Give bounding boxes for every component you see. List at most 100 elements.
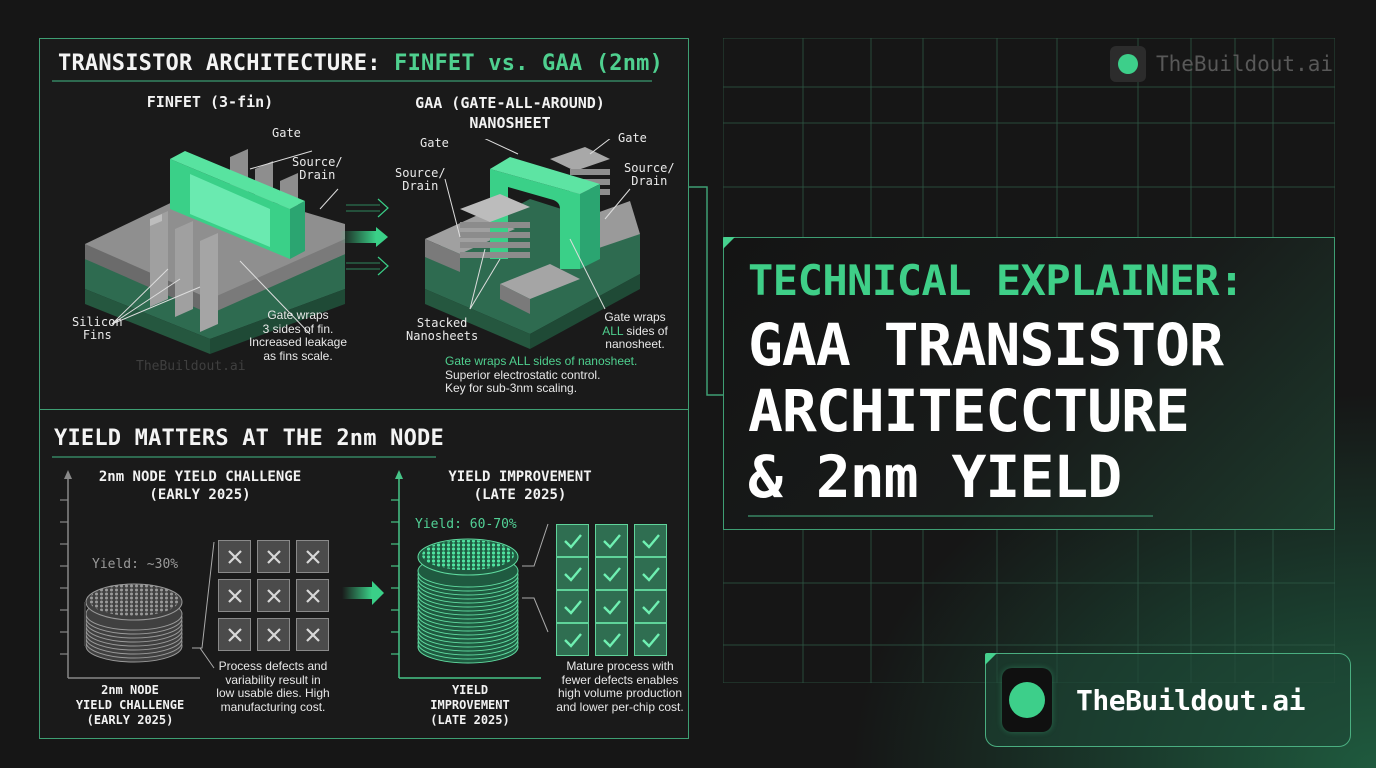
desc-line: low usable dies. High [216,686,330,700]
early-wafer-stack [84,583,183,663]
note-rest: sides of [623,323,668,338]
note-line: Increased leakage [248,335,348,349]
hero-kicker: TECHNICAL EXPLAINER: [748,256,1244,305]
good-die [634,590,667,623]
late-yield-label: Yield: 60-70% [415,517,517,532]
late-description: Mature process with fewer defects enable… [545,659,695,714]
brand-text: TheBuildout.ai [1076,683,1306,717]
caption-line: YIELD CHALLENGE [75,698,185,712]
defect-die [296,540,329,573]
watermark-top: TheBuildout.ai [1110,46,1333,82]
corner-accent [985,653,997,665]
good-die [634,623,667,656]
check-icon [602,533,621,549]
brand-badge[interactable]: TheBuildout.ai [985,653,1351,747]
late-axis-caption: YIELD IMPROVEMENT (LATE 2025) [420,683,520,728]
caption-line: 2nm NODE [101,683,159,697]
summary-accent: Gate wraps ALL sides of nanosheet. [445,354,638,368]
good-die [595,524,628,557]
late-callout-lines [522,523,549,633]
x-icon [227,549,242,564]
x-icon [266,549,281,564]
finfet-source-drain-label: Source/ Drain [292,156,343,182]
note-line: nanosheet. [605,337,665,351]
early-callout-lines [192,541,215,649]
gaa-note: Gate wraps ALL sides of nanosheet. [590,310,680,352]
gaa-gate-label-left: Gate [420,136,449,150]
arrow-right-icon [340,198,389,276]
label-line: Drain [631,174,668,188]
x-icon [305,588,320,603]
label-line: Source/ [624,161,675,175]
late-wafer-stack [417,538,519,664]
label-line: Fins [82,328,112,342]
hero-title-line: GAA TRANSISTOR [748,311,1224,379]
corner-accent [723,237,735,249]
good-die [595,557,628,590]
x-icon [227,627,242,642]
x-icon [266,627,281,642]
good-die [556,557,589,590]
finfet-diagram [85,149,345,354]
defect-die [218,579,251,612]
label-line: Source/ [395,166,446,180]
check-icon [563,632,582,648]
good-die [595,623,628,656]
silicon-fins-label: Silicon Fins [72,316,123,342]
check-icon [641,533,660,549]
desc-line: Mature process with [566,659,674,673]
early-heading: 2nm NODE YIELD CHALLENGE (EARLY 2025) [80,468,320,504]
check-icon [563,566,582,582]
check-icon [641,599,660,615]
good-die [595,590,628,623]
desc-line: variability result in [225,672,321,687]
note-line: ALL sides of [590,323,680,339]
heading-line: NANOSHEET [469,114,551,132]
x-icon [305,549,320,564]
early-axis-caption: 2nm NODE YIELD CHALLENGE (EARLY 2025) [70,683,190,728]
good-die [556,623,589,656]
defect-die [257,579,290,612]
hero-divider [748,515,1153,517]
title-divider [52,456,436,458]
check-icon [602,632,621,648]
good-die [634,557,667,590]
heading-line: (LATE 2025) [473,487,567,503]
x-icon [305,627,320,642]
logo-icon [1110,46,1146,82]
desc-line: and lower per-chip cost. [556,699,684,714]
hero-card: TECHNICAL EXPLAINER: GAA TRANSISTOR ARCH… [723,237,1335,530]
good-die [556,590,589,623]
late-axis [391,470,541,679]
check-icon [563,533,582,549]
hero-title-line: ARCHITECCTURE [748,377,1190,445]
heading-line: (EARLY 2025) [149,487,251,503]
early-yield-label: Yield: ~30% [92,557,179,572]
desc-line: manufacturing cost. [220,699,326,714]
finfet-note: Gate wraps 3 sides of fin. Increased lea… [238,308,358,363]
summary-line: Superior electrostatic control. [445,367,601,382]
heading-line: GAA (GATE-ALL-AROUND) [415,94,605,112]
title-divider [52,80,652,82]
caption-line: IMPROVEMENT [430,698,510,712]
caption-line: (LATE 2025) [430,713,510,727]
yield-panel: YIELD MATTERS AT THE 2nm NODE 2nm NODE Y… [39,409,689,739]
desc-line: Process defects and [218,659,328,673]
desc-line: fewer defects enables [561,672,679,687]
good-die [556,524,589,557]
early-die-grid [218,540,348,656]
label-line: Drain [299,168,336,182]
label-line: Nanosheets [406,329,479,343]
summary-line: Key for sub-3nm scaling. [445,381,578,395]
late-die-grid [556,524,686,680]
gaa-diagram [425,139,640,349]
note-accent: ALL [602,323,624,338]
check-icon [641,566,660,582]
note-line: as fins scale. [263,348,333,363]
check-icon [563,599,582,615]
title-prefix: TRANSISTOR ARCHITECTURE: [58,51,395,76]
x-icon [227,588,242,603]
architecture-title: TRANSISTOR ARCHITECTURE: FINFET vs. GAA … [58,51,663,76]
early-axis [60,470,200,679]
note-line: Gate wraps [604,310,666,324]
